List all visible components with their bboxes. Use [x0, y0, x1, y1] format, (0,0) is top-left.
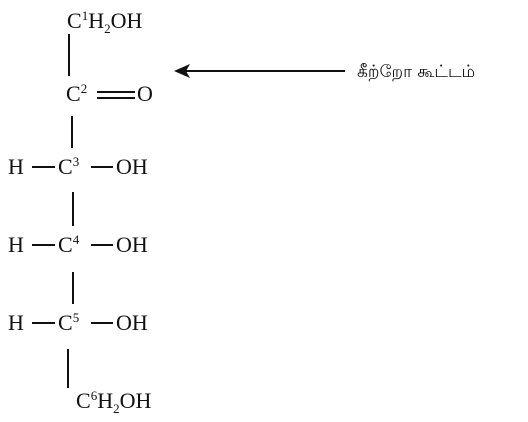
c2-number: 2 — [81, 81, 88, 96]
c3-hydrogen: H — [8, 154, 24, 179]
keto-group-label: கீற்றோ கூட்டம் — [357, 62, 475, 82]
c6-number: 6 — [91, 388, 98, 403]
c4-hydrogen: H — [8, 232, 24, 257]
c3-atom: C — [58, 154, 73, 179]
c1-number: 1 — [82, 8, 89, 23]
c6-hydrogen: H — [97, 388, 113, 413]
c4-hydroxyl: OH — [116, 232, 148, 257]
c6-atom: C — [76, 388, 91, 413]
c6-hydroxyl: OH — [120, 388, 152, 413]
c5-number: 5 — [73, 310, 80, 325]
c5-label: C5 — [58, 310, 79, 335]
c3-number: 3 — [73, 154, 80, 169]
c6-hydrogen-count: 2 — [113, 401, 120, 416]
c6-label: C6H2OH — [76, 388, 151, 416]
keto-arrow-head — [174, 64, 190, 78]
c4-number: 4 — [73, 232, 80, 247]
c1-hydrogen-count: 2 — [104, 21, 111, 36]
c1-hydrogen: H — [88, 8, 104, 33]
c2-oxygen: O — [137, 81, 153, 106]
c5-hydrogen: H — [8, 310, 24, 335]
c2-atom: C — [66, 81, 81, 106]
c1-atom: C — [67, 8, 82, 33]
c5-atom: C — [58, 310, 73, 335]
c1-label: C1H2OH — [67, 8, 142, 36]
c1-hydroxyl: OH — [111, 8, 143, 33]
c5-hydroxyl: OH — [116, 310, 148, 335]
c4-label: C4 — [58, 232, 80, 257]
c3-label: C3 — [58, 154, 79, 179]
c4-atom: C — [58, 232, 73, 257]
c2-label: C2 — [66, 81, 87, 106]
c3-hydroxyl: OH — [116, 154, 148, 179]
